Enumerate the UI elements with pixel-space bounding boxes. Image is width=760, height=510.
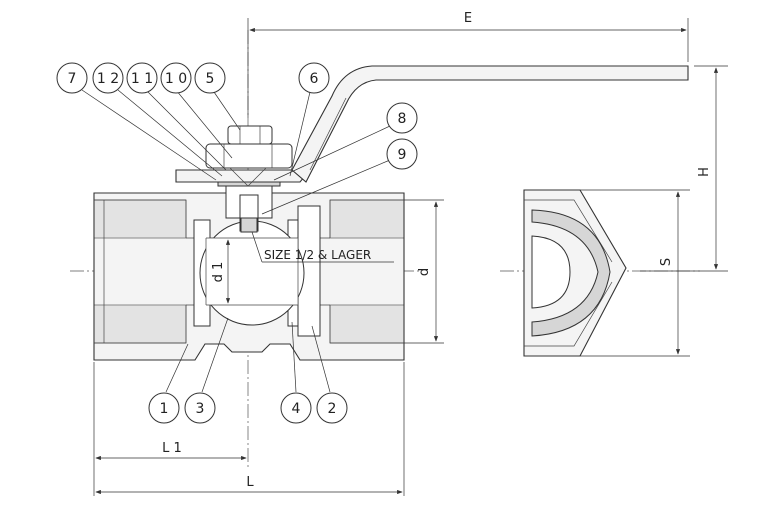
dim-S: S [659,258,674,266]
callout-7-label: 7 [68,71,77,87]
callout-1-label: 1 [160,401,169,417]
dim-E: E [464,11,472,26]
callout-12-label: 1 2 [97,71,119,87]
callout-2: 2 [316,392,348,424]
callout-12: 1 2 [92,62,124,94]
stem-assembly [175,125,312,233]
leader-lines [81,89,391,393]
dim-d: d [417,268,432,276]
callout-11-label: 1 1 [131,71,153,87]
callout-5-label: 5 [206,71,215,87]
callout-6-label: 6 [310,71,319,87]
callout-4: 4 [280,392,312,424]
dim-L1: L 1 [162,441,182,456]
callout-9-label: 9 [398,147,407,163]
callout-3-label: 3 [196,401,205,417]
size-note: SIZE 1/2 & LAGER [251,231,394,263]
callout-3: 3 [184,392,216,424]
callout-10-label: 1 0 [165,71,187,87]
callout-8: 8 [386,102,418,134]
dim-L: L [246,475,254,490]
callout-5: 5 [194,62,226,94]
callout-7: 7 [56,62,88,94]
callout-8-label: 8 [398,111,407,127]
callout-11: 1 1 [126,62,158,94]
callout-1: 1 [148,392,180,424]
callout-2-label: 2 [328,401,337,417]
handle-lever [291,65,689,183]
callout-6: 6 [298,62,330,94]
callout-10: 1 0 [160,62,192,94]
dim-H: H [697,167,712,177]
dimensions: E H S d d 1 L 1 L [93,11,728,496]
end-view [523,189,627,357]
dim-d1: d 1 [211,262,226,283]
callout-9: 9 [386,138,418,170]
size-note-text: SIZE 1/2 & LAGER [264,248,371,262]
callout-4-label: 4 [292,401,301,417]
